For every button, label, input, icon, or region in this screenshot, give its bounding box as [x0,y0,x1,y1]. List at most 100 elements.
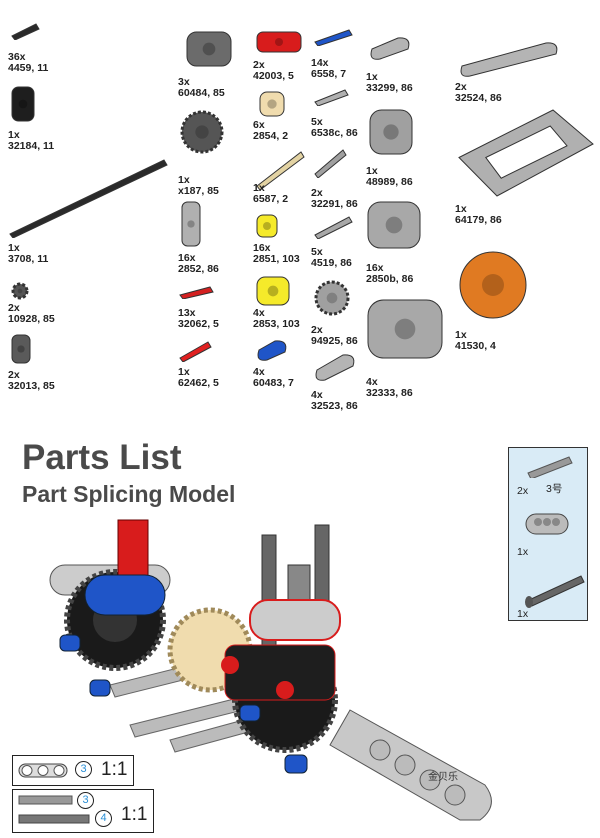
beam-2-icon [257,340,287,361]
part-code: 32013, 85 [8,380,55,392]
part-quantity: 1x [366,165,378,177]
page-subtitle: Part Splicing Model [22,481,236,507]
part-quantity: 2x [311,187,323,199]
part-code: 4519, 86 [311,257,352,269]
callout-qty: 1x [517,546,529,558]
part-quantity: 36x [8,51,26,63]
cross-block-icon [11,86,35,122]
part-quantity: 2x [8,369,20,381]
axle-12-icon [9,159,168,238]
part-code: 32523, 86 [311,400,358,412]
pin-long-icon [314,29,353,46]
part-quantity: 4x [253,307,265,319]
double-pin-block-icon [314,149,347,178]
part-quantity: 4x [366,376,378,388]
part-quantity: 14x [311,57,329,69]
part-quantity: 2x [455,81,467,93]
frame-5x7-icon [458,109,594,197]
part-code: 4459, 11 [8,62,49,74]
beam-3-icon [525,513,569,535]
part-code: 6538c, 86 [311,127,358,139]
part-quantity: 3x [178,76,190,88]
cylinder-icon [256,214,278,238]
part-quantity: 1x [455,329,467,341]
part-quantity: 1x [366,71,378,83]
part-quantity: 6x [253,119,265,131]
red-axle-connector-icon [117,519,149,581]
part-quantity: 1x [8,129,20,141]
callout-qty: 2x [517,485,529,497]
part-code: 32291, 86 [311,198,358,210]
part-quantity: 1x [178,174,190,186]
part-quantity: 13x [178,307,196,319]
part-code: 32524, 86 [455,92,502,104]
part-code: 6558, 7 [311,68,347,80]
part-code: 2853, 103 [253,318,300,330]
part-quantity: 1x [178,366,190,378]
gear-16-icon [314,280,350,316]
part-code: 48989, 86 [366,176,413,188]
part-quantity: 5x [311,116,323,128]
axle-3-outline-icon [18,795,73,805]
part-quantity: 2x [253,59,265,71]
beam-7-icon [460,42,558,77]
part-code: 2851, 103 [253,253,300,265]
axle-4-outline-icon [18,814,90,824]
part-code: 32184, 11 [8,140,55,152]
page-title: Parts List [22,438,182,477]
propeller-icon [459,251,527,319]
part-code: 2854, 2 [253,130,289,142]
gear-24-icon [180,110,224,154]
scale-ratio: 1:1 [121,804,148,825]
t-beam-icon [186,31,232,67]
axle-connector-icon [314,89,349,106]
axle-3-icon [314,216,353,239]
axle-with-stud-icon [256,151,305,190]
callout-box: 2x 3号 1x 1x [508,447,588,621]
beam-3-icon [315,354,355,381]
blue-pin-icons [59,634,308,774]
part-code: 33299, 86 [366,82,413,94]
part-code: 42003, 5 [253,70,294,82]
length-number-badge: 3 [75,761,92,778]
length-number-badge: 3 [77,792,94,809]
part-code: 94925, 86 [311,335,358,347]
crank-icon [256,276,290,306]
part-quantity: 2x [311,324,323,336]
part-code: x187, 85 [178,185,219,197]
engine-block-icon [367,201,421,249]
ratio-guide-axles: 3 4 1:1 [12,789,154,833]
ratio-guide-beam: 3 1:1 [12,755,134,786]
engine-crankcase-icon [367,299,443,359]
part-code: 3708, 11 [8,253,49,265]
crankshaft-icon [259,91,285,117]
part-code: 32333, 86 [366,387,413,399]
part-quantity: 5x [311,246,323,258]
pin-connector-icon [179,341,212,362]
axle-with-stop-icon [525,575,585,608]
part-code: 60483, 7 [253,377,294,389]
part-code: 60484, 85 [178,87,225,99]
callout-note: 3号 [546,483,563,495]
axle-2-icon [179,286,214,299]
part-code: 2852, 86 [178,263,219,275]
